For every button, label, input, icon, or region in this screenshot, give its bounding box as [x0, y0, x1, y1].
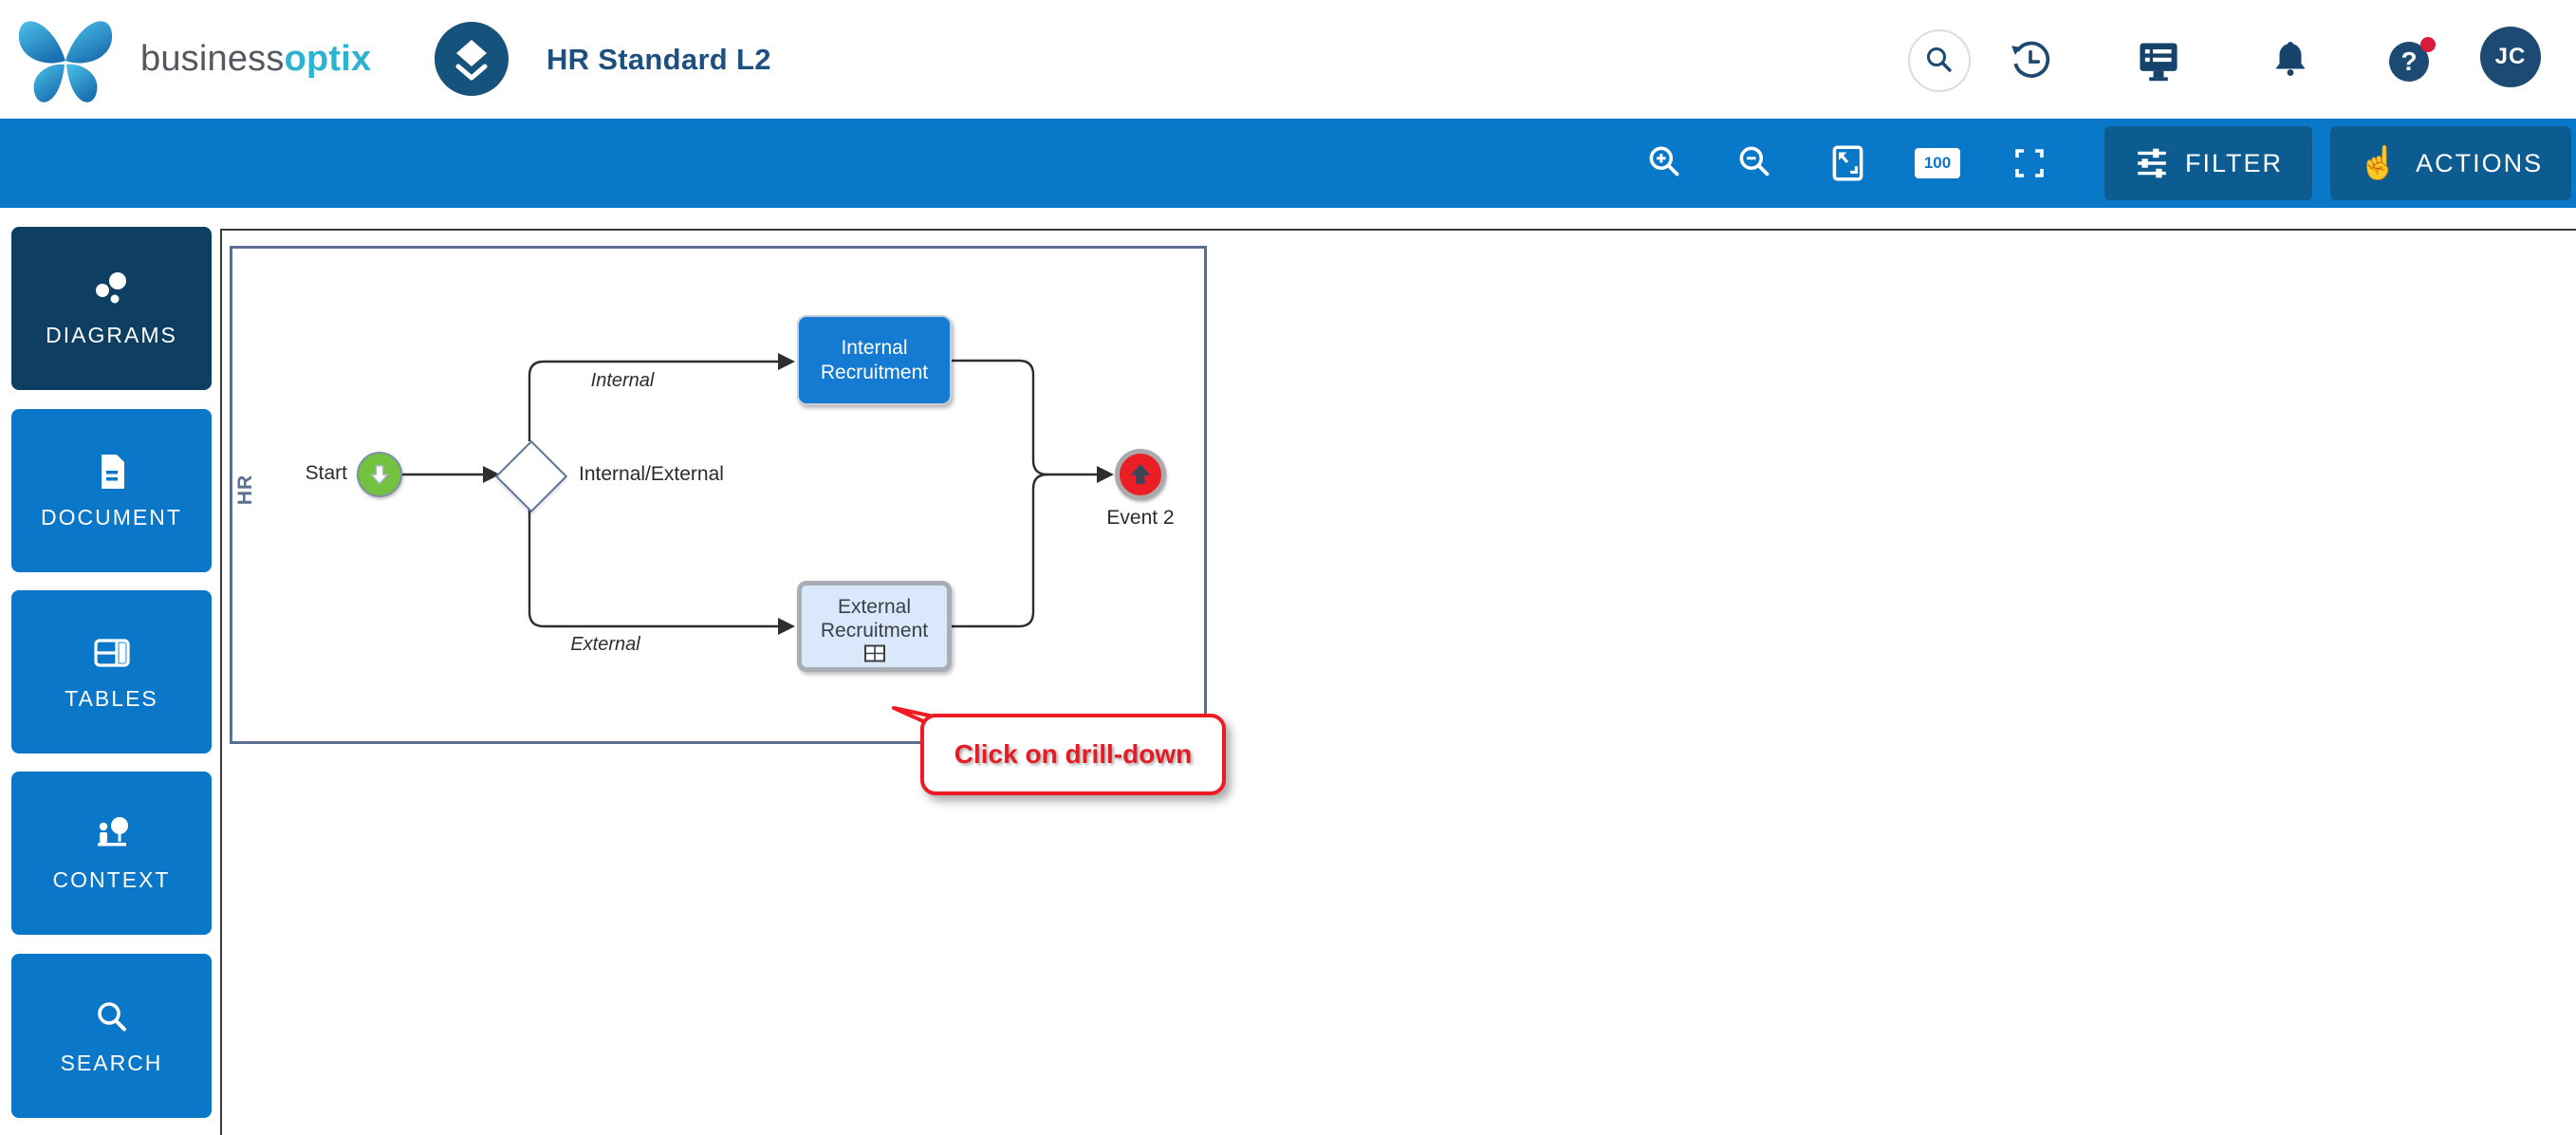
start-event-node[interactable]	[357, 452, 402, 497]
zoom-in-icon	[1643, 141, 1687, 185]
tables-icon	[90, 632, 134, 674]
document-icon	[91, 451, 133, 493]
search-icon	[91, 996, 133, 1038]
zoom-100-icon: 100	[1915, 148, 1960, 178]
sidebar-item-label: SEARCH	[60, 1050, 163, 1075]
swimlane-label: HR	[234, 474, 256, 506]
zoom-100-button[interactable]: 100	[1909, 135, 1966, 192]
zoom-out-button[interactable]	[1727, 135, 1784, 192]
sidebar-item-label: CONTEXT	[52, 867, 171, 892]
actions-button[interactable]: ☝ ACTIONS	[2330, 126, 2571, 200]
page-title: HR Standard L2	[547, 42, 771, 76]
internal-recruitment-task[interactable]: Internal Recruitment	[797, 315, 952, 405]
zoom-out-icon	[1733, 141, 1777, 185]
sidebar-item-document[interactable]: DOCUMENT	[11, 409, 212, 572]
callout-text: Click on drill-down	[954, 739, 1193, 769]
help-glyph: ?	[2400, 47, 2417, 76]
drill-down-icon[interactable]	[863, 644, 886, 663]
butterfly-logo-icon	[13, 6, 118, 112]
sliders-icon	[2134, 145, 2170, 181]
sidebar-item-diagrams[interactable]: DIAGRAMS	[11, 227, 212, 390]
layers-icon	[445, 32, 498, 85]
external-edge-label: External	[570, 634, 640, 655]
display-list-button[interactable]	[2135, 38, 2182, 84]
down-arrow-icon	[367, 462, 392, 487]
sidebar-item-label: TABLES	[65, 686, 158, 711]
sidebar-item-search[interactable]: SEARCH	[11, 954, 212, 1118]
brand-suffix: optix	[284, 38, 372, 79]
sidebar-item-label: DOCUMENT	[41, 505, 182, 530]
sidebar-item-tables[interactable]: TABLES	[11, 590, 212, 754]
businessoptix-logo[interactable]: businessoptix	[13, 6, 431, 112]
brand-wordmark: businessoptix	[140, 39, 371, 80]
sidebar-item-label: DIAGRAMS	[46, 323, 177, 347]
notification-badge	[2420, 37, 2436, 52]
bell-icon	[2270, 39, 2310, 83]
context-icon	[90, 813, 134, 855]
start-event-label: Start	[305, 462, 347, 484]
filter-button[interactable]: FILTER	[2104, 126, 2312, 200]
fit-to-screen-button[interactable]	[1819, 135, 1876, 192]
zoom-in-button[interactable]	[1637, 135, 1694, 192]
gateway-label: Internal/External	[579, 463, 724, 485]
filter-button-label: FILTER	[2184, 148, 2283, 177]
task-label: External Recruitment	[820, 595, 929, 642]
history-icon	[2009, 39, 2052, 83]
hand-pointer-icon: ☝	[2358, 145, 2401, 181]
end-event-label: Event 2	[1106, 507, 1175, 529]
display-list-icon	[2135, 38, 2182, 84]
user-avatar[interactable]: JC	[2480, 27, 2541, 87]
brand-prefix: business	[140, 38, 285, 79]
notifications-button[interactable]	[2270, 38, 2311, 84]
end-event-node[interactable]	[1115, 449, 1166, 500]
annotation-callout: Click on drill-down	[920, 714, 1226, 795]
up-arrow-icon	[1128, 462, 1153, 487]
fit-screen-icon	[1825, 141, 1869, 185]
header-bar: businessoptix HR Standard L2	[0, 0, 2576, 119]
search-button[interactable]	[1908, 29, 1971, 92]
history-button[interactable]	[2009, 39, 2052, 83]
task-label: Internal Recruitment	[820, 337, 929, 383]
document-switcher-button[interactable]	[435, 22, 509, 96]
external-recruitment-task[interactable]: External Recruitment	[797, 581, 952, 672]
help-icon: ?	[2385, 36, 2440, 85]
help-button[interactable]: ?	[2388, 36, 2437, 85]
sidebar-item-context[interactable]: CONTEXT	[11, 772, 212, 935]
search-icon	[1920, 42, 1958, 80]
internal-edge-label: Internal	[590, 370, 655, 391]
fullscreen-icon	[2009, 142, 2050, 184]
diagrams-icon	[90, 269, 134, 310]
actions-button-label: ACTIONS	[2416, 148, 2544, 177]
fullscreen-button[interactable]	[2001, 135, 2058, 192]
